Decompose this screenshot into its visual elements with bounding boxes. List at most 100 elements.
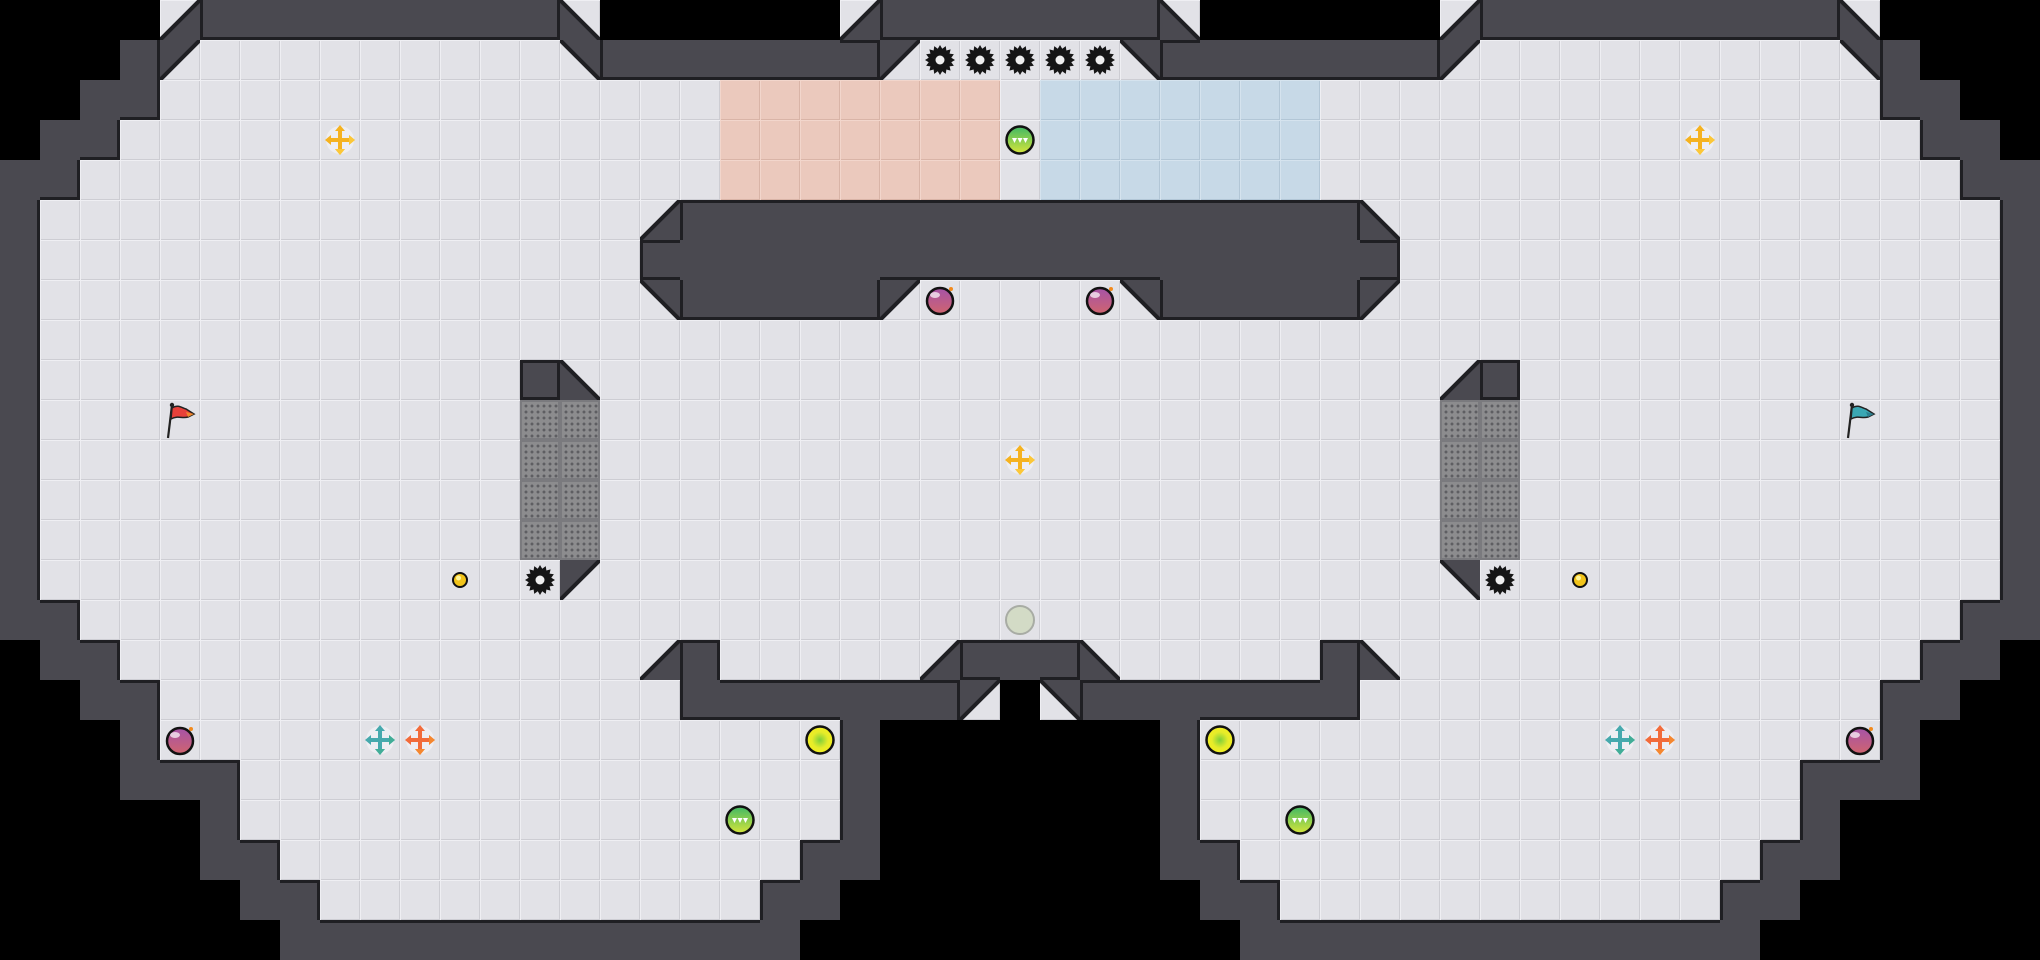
wall-tile [800,200,840,240]
floor-tile [280,320,320,360]
floor-tile [600,280,640,320]
floor-tile [440,840,480,880]
floor-tile [1480,320,1520,360]
wall-tile [1120,680,1160,720]
floor-tile [1720,240,1760,280]
floor-tile [1400,720,1440,760]
spike-icon [520,560,560,600]
floor-tile [1240,760,1280,800]
floor-tile [1240,800,1280,840]
floor-tile [1440,880,1480,920]
floor-tile [720,760,760,800]
floor-tile [200,320,240,360]
floor-tile [1680,560,1720,600]
floor-tile [360,80,400,120]
floor-tile [840,360,880,400]
gate-tile [1440,520,1480,560]
floor-tile [160,200,200,240]
floor-tile [1640,760,1680,800]
wall-tile [1000,200,1040,240]
floor-tile [1800,560,1840,600]
wall-tile [80,120,120,160]
wall-tile [1240,40,1280,80]
floor-tile [1880,440,1920,480]
floor-tile [1760,680,1800,720]
floor-tile [1400,240,1440,280]
floor-tile [1080,400,1120,440]
floor-tile [440,320,480,360]
floor-tile [360,120,400,160]
floor-tile [1120,480,1160,520]
floor-tile [1440,120,1480,160]
floor-tile [120,320,160,360]
floor-tile [1640,80,1680,120]
floor-tile [1960,400,2000,440]
floor-tile [800,520,840,560]
wall-tile [1880,680,1920,720]
wall-tile [1600,0,1640,40]
floor-tile [1120,560,1160,600]
floor-tile [680,400,720,440]
floor-tile [1840,640,1880,680]
floor-tile [480,200,520,240]
floor-tile [200,360,240,400]
floor-tile [920,560,960,600]
wall-tile [1320,920,1360,960]
floor-tile [440,240,480,280]
floor-tile [120,120,160,160]
floor-tile [1600,280,1640,320]
wall-tile [80,680,120,720]
floor-tile [1520,240,1560,280]
floor-tile [840,480,880,520]
floor-tile [1720,160,1760,200]
floor-tile [280,600,320,640]
floor-tile [1800,160,1840,200]
floor-tile [120,480,160,520]
wall-tile [520,360,560,400]
wall-tile [1200,200,1240,240]
floor-tile [1640,400,1680,440]
red-endzone-tile [960,80,1000,120]
floor-tile [680,840,720,880]
floor-tile [440,400,480,440]
floor-tile [320,80,360,120]
floor-tile [960,480,1000,520]
floor-tile [1840,440,1880,480]
floor-tile [1440,720,1480,760]
floor-tile [720,720,760,760]
floor-tile [1240,600,1280,640]
floor-tile [1440,280,1480,320]
floor-tile [1720,720,1760,760]
floor-tile [1520,280,1560,320]
wall-tile [1600,920,1640,960]
floor-tile [1760,440,1800,480]
floor-tile [400,200,440,240]
floor-tile [1920,160,1960,200]
floor-tile [880,520,920,560]
floor-tile [1440,240,1480,280]
powerup-icon [1000,440,1040,480]
floor-tile [1240,560,1280,600]
floor-tile [1920,400,1960,440]
floor-tile [1600,760,1640,800]
floor-tile [280,720,320,760]
floor-tile [920,480,960,520]
floor-tile [600,80,640,120]
floor-tile [1400,480,1440,520]
floor-tile [440,880,480,920]
floor-tile [1800,360,1840,400]
floor-tile [560,320,600,360]
wall-tile [960,640,1000,680]
floor-tile [800,600,840,640]
wall-tile [1320,280,1360,320]
floor-tile [480,160,520,200]
floor-tile [1720,360,1760,400]
wall-tile [920,680,960,720]
floor-tile [800,640,840,680]
blue-endzone-tile [1080,80,1120,120]
floor-tile [480,360,520,400]
floor-tile [400,440,440,480]
red-endzone-tile [800,80,840,120]
floor-tile [1800,720,1840,760]
floor-tile [1760,760,1800,800]
